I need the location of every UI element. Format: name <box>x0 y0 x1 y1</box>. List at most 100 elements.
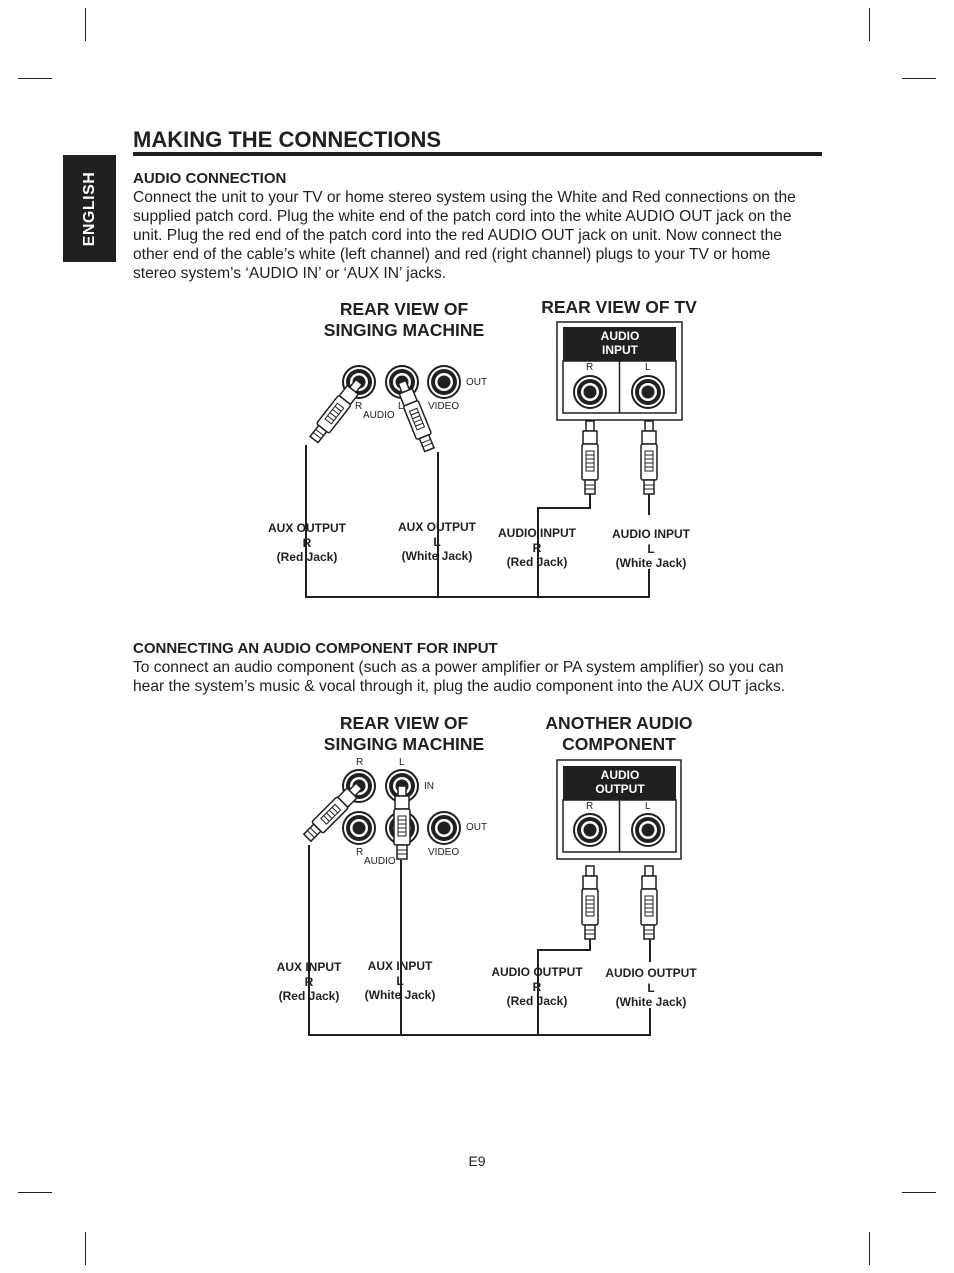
label-line: (Red Jack) <box>276 550 338 564</box>
diagram1-cables <box>305 445 650 598</box>
label-line: R <box>532 540 542 555</box>
diagram2-unit-label-video: VIDEO <box>428 847 460 858</box>
paragraph-line: hear the system’s music & vocal through … <box>133 678 786 695</box>
diagram2-panel-title: AUDIO OUTPUT <box>563 768 677 796</box>
crop-mark <box>902 78 936 79</box>
heading-line: SINGING MACHINE <box>323 734 485 754</box>
crop-mark <box>902 1192 936 1193</box>
diagram2-component-plug-r <box>581 865 599 940</box>
diagram1-tv-panel-header <box>563 327 676 361</box>
diagram1-label-audio-input-l: AUDIO INPUT L (White Jack) <box>586 527 716 571</box>
paragraph-line: Connect the unit to your TV or home ster… <box>133 189 796 206</box>
panel-title-line: AUDIO <box>600 329 640 343</box>
paragraph-line: other end of the cable’s white (left cha… <box>133 246 771 263</box>
paragraph-line: To connect an audio component (such as a… <box>133 659 784 676</box>
label-line: (White Jack) <box>615 995 687 1009</box>
label-line: L <box>433 534 441 549</box>
section-heading-audio-component: CONNECTING AN AUDIO COMPONENT FOR INPUT <box>133 640 498 657</box>
label-line: L <box>647 541 655 556</box>
diagram1-tv-plug-l <box>640 420 658 495</box>
label-line: L <box>396 973 404 988</box>
diagram2-unit-label-audio: AUDIO <box>364 856 396 867</box>
diagram2-component-plug-l <box>640 865 658 940</box>
label-line: R <box>532 979 542 994</box>
label-line: AUX INPUT <box>367 959 433 973</box>
diagram1-tv-label-r: R <box>586 362 594 373</box>
diagram2-label-aux-input-l: AUX INPUT L (White Jack) <box>335 959 465 1003</box>
label-line: AUX INPUT <box>276 960 342 974</box>
heading-line: REAR VIEW OF <box>339 713 469 733</box>
diagram2-left-heading: REAR VIEW OF SINGING MACHINE <box>304 713 504 755</box>
page-title: MAKING THE CONNECTIONS <box>133 127 441 152</box>
crop-mark <box>18 78 52 79</box>
diagram1-right-heading: REAR VIEW OF TV <box>541 297 697 317</box>
label-line: AUX OUTPUT <box>398 520 476 534</box>
diagram1-label-audio-input-r: AUDIO INPUT R (Red Jack) <box>472 526 602 570</box>
diagram2-component-label-l: L <box>645 801 651 812</box>
label-line: (Red Jack) <box>506 994 568 1008</box>
paragraph-line: supplied patch cord. Plug the white end … <box>133 208 792 225</box>
label-line: AUDIO OUTPUT <box>491 965 583 979</box>
label-line: R <box>302 535 312 550</box>
label-line: R <box>304 974 314 989</box>
panel-title-line: OUTPUT <box>595 782 645 796</box>
diagram1-tv-jack-l <box>631 375 665 409</box>
diagram2-unit-label-out: OUT <box>466 822 488 833</box>
diagram2-unit-label-top-r: R <box>356 757 364 768</box>
diagram2-component-jack-l <box>631 813 665 847</box>
label-line: (White Jack) <box>401 549 473 563</box>
diagram1-label-aux-output-l: AUX OUTPUT L (White Jack) <box>372 520 502 564</box>
label-line: L <box>647 980 655 995</box>
diagram1-unit-label-out: OUT <box>466 377 488 388</box>
diagram2-cables <box>308 845 651 1036</box>
label-line: AUDIO INPUT <box>498 526 576 540</box>
heading-line: REAR VIEW OF <box>339 299 469 319</box>
audio-component-paragraph: To connect an audio component (such as a… <box>133 658 823 696</box>
crop-mark <box>869 1232 870 1265</box>
diagram1-tv-jack-r <box>573 375 607 409</box>
language-tab: ENGLISH <box>63 155 116 262</box>
diagram1-unit-label-audio: AUDIO <box>363 410 395 421</box>
paragraph-line: unit. Plug the red end of the patch cord… <box>133 227 782 244</box>
diagram1-tv-plug-r <box>581 420 599 495</box>
label-line: (Red Jack) <box>278 989 340 1003</box>
diagram1-label-aux-output-r: AUX OUTPUT R (Red Jack) <box>242 521 372 565</box>
heading-line: SINGING MACHINE <box>323 320 485 340</box>
heading-line: ANOTHER AUDIO <box>545 713 693 733</box>
diagram1-tv-label-l: L <box>645 362 651 373</box>
diagram2-component-jack-r <box>573 813 607 847</box>
panel-title-line: INPUT <box>602 343 638 357</box>
page-number: E9 <box>468 1153 486 1169</box>
diagram1-panel-title: AUDIO INPUT <box>563 329 677 357</box>
diagram1-unit-label-l: L <box>398 401 404 412</box>
title-rule <box>133 152 822 156</box>
crop-mark <box>85 8 86 41</box>
crop-mark <box>85 1232 86 1265</box>
diagram2-component-label-r: R <box>586 801 594 812</box>
label-line: (White Jack) <box>364 988 436 1002</box>
diagram2-component-panel-header <box>563 766 676 800</box>
label-line: (White Jack) <box>615 556 687 570</box>
diagram2-unit-label-in: IN <box>424 781 434 792</box>
section-heading-audio-connection: AUDIO CONNECTION <box>133 170 287 187</box>
diagram2-label-audio-output-r: AUDIO OUTPUT R (Red Jack) <box>472 965 602 1009</box>
heading-line: COMPONENT <box>562 734 676 754</box>
diagram2-unit-label-top-l: L <box>399 757 405 768</box>
label-line: AUDIO OUTPUT <box>605 966 697 980</box>
label-line: AUX OUTPUT <box>268 521 346 535</box>
diagram2-right-heading: ANOTHER AUDIO COMPONENT <box>519 713 719 755</box>
paragraph-line: stereo system’s ‘AUDIO IN’ or ‘AUX IN’ j… <box>133 265 447 282</box>
panel-title-line: AUDIO <box>600 768 640 782</box>
audio-connection-paragraph: Connect the unit to your TV or home ster… <box>133 188 823 283</box>
diagram1-unit-label-r: R <box>355 401 363 412</box>
diagram2-plug-white <box>393 785 411 860</box>
diagram1-left-heading: REAR VIEW OF SINGING MACHINE <box>304 299 504 341</box>
crop-mark <box>18 1192 52 1193</box>
diagram2-unit-label-r: R <box>356 847 364 858</box>
label-line: AUDIO INPUT <box>612 527 690 541</box>
label-line: (Red Jack) <box>506 555 568 569</box>
diagram2-label-aux-input-r: AUX INPUT R (Red Jack) <box>244 960 374 1004</box>
diagram2-label-audio-output-l: AUDIO OUTPUT L (White Jack) <box>586 966 716 1010</box>
crop-mark <box>869 8 870 41</box>
